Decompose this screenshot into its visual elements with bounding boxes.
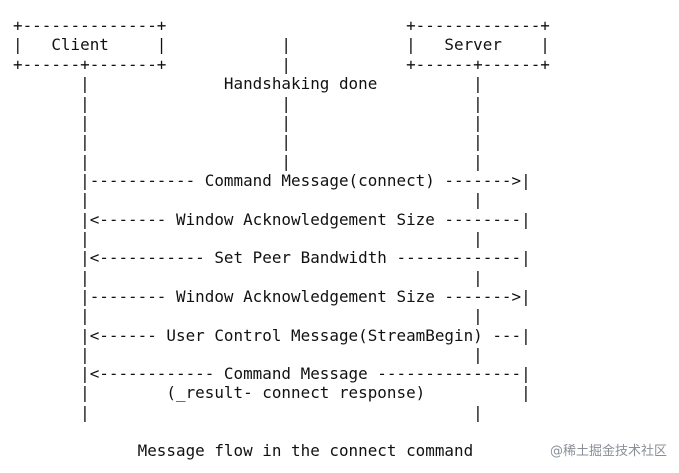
client-server-boxes-top: +--------------+ +-------------+ (13, 16, 550, 35)
lifeline-row: | | (13, 268, 483, 287)
diagram-caption: Message flow in the connect command (13, 441, 474, 460)
lifeline-row: | | | (13, 94, 483, 113)
client-server-boxes-bottom: +------+-------+ | +------+------+ (13, 55, 550, 74)
lifeline-row: | | (13, 345, 483, 364)
client-server-labels: | Client | | | Server | (13, 35, 550, 54)
set-peer-bandwidth-arrow: |<----------- Set Peer Bandwidth -------… (13, 248, 531, 267)
lifeline-row: | | | (13, 132, 483, 151)
window-ack-size-from-server-arrow: |<------- Window Acknowledgement Size --… (13, 210, 531, 229)
connect-response-label: | (_result- connect response) | (13, 383, 531, 402)
window-ack-size-to-server-arrow: |-------- Window Acknowledgement Size --… (13, 287, 531, 306)
lifeline-row: | | (13, 190, 483, 209)
lifeline-row: | | (13, 306, 483, 325)
user-control-stream-begin-arrow: |<------ User Control Message(StreamBegi… (13, 326, 531, 345)
lifeline-row: | | | (13, 152, 483, 171)
handshaking-done-label: | Handshaking done | (13, 74, 483, 93)
command-message-connect-arrow: |----------- Command Message(connect) --… (13, 171, 531, 190)
lifeline-row: | | (13, 229, 483, 248)
watermark-label: @稀土掘金技术社区 (549, 444, 667, 459)
lifeline-row: | | | (13, 113, 483, 132)
command-message-result-arrow: |<------------ Command Message ---------… (13, 364, 531, 383)
lifeline-row: | | (13, 403, 483, 422)
